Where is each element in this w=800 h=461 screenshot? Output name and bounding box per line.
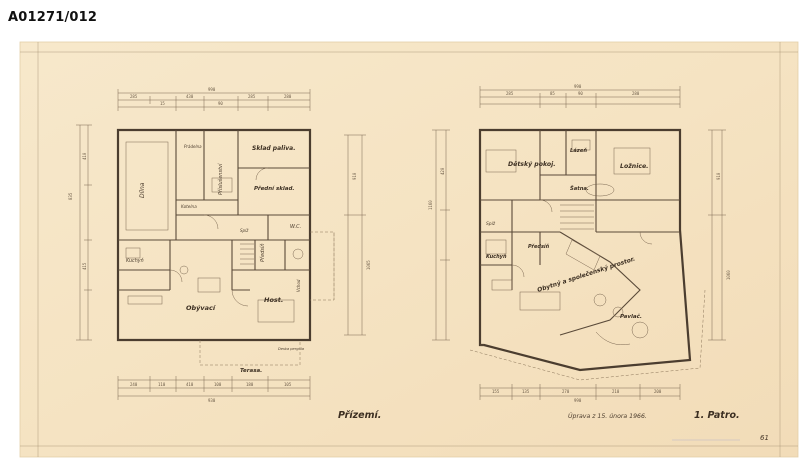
svg-text:280: 280 xyxy=(632,91,640,96)
svg-text:990: 990 xyxy=(574,84,582,89)
room-kotelna: Kotelna xyxy=(181,204,197,209)
svg-text:200: 200 xyxy=(654,389,662,394)
svg-text:1060: 1060 xyxy=(726,270,731,280)
room-loznice: Ložnice. xyxy=(620,162,649,170)
room-wc: W.C. xyxy=(290,224,301,230)
first-floor-stairs xyxy=(560,204,594,230)
room-obyvaci: Obývací xyxy=(186,303,217,312)
svg-text:930: 930 xyxy=(208,398,216,403)
room-sklad-paliva: Sklad paliva. xyxy=(252,145,296,152)
svg-text:85: 85 xyxy=(550,91,555,96)
svg-text:210: 210 xyxy=(612,389,620,394)
svg-text:240: 240 xyxy=(130,382,138,387)
room-kuchyn-1: Kuchyň xyxy=(486,253,507,260)
svg-text:100: 100 xyxy=(214,382,222,387)
svg-text:990: 990 xyxy=(574,398,582,403)
ground-stairs xyxy=(240,243,254,265)
room-lazne: Lázeň xyxy=(570,147,587,154)
svg-text:835: 835 xyxy=(68,192,73,200)
svg-text:415: 415 xyxy=(82,262,87,270)
svg-text:285: 285 xyxy=(506,91,514,96)
svg-text:280: 280 xyxy=(284,94,292,99)
ground-floor-plan: 990 285 430 285 280 15 90 835 410 415 91 xyxy=(68,87,381,421)
revision-note: Úprava z 15. února 1966. xyxy=(568,411,647,420)
room-predsin-1: Předsíň xyxy=(528,243,550,250)
room-host: Host. xyxy=(264,296,283,304)
svg-text:910: 910 xyxy=(352,172,357,180)
svg-text:410: 410 xyxy=(186,382,194,387)
ground-floor-heading: Přízemí. xyxy=(338,410,381,421)
svg-text:155: 155 xyxy=(492,389,500,394)
room-satna: Šatna. xyxy=(570,185,589,192)
room-detsky-pokoj: Dětský pokoj. xyxy=(508,159,556,168)
svg-text:110: 110 xyxy=(158,382,166,387)
svg-text:105: 105 xyxy=(284,382,292,387)
room-predsin: Předsíň xyxy=(259,244,266,262)
svg-text:135: 135 xyxy=(522,389,530,394)
svg-text:270: 270 xyxy=(562,389,570,394)
room-spiz: Spíž xyxy=(240,228,249,233)
room-kuchyn: Kuchyň xyxy=(126,257,144,264)
label-pergola: Deska pergola xyxy=(278,347,304,351)
svg-text:90: 90 xyxy=(578,91,583,96)
room-spiz-1: Spíž xyxy=(486,220,496,227)
room-dilna: Dílna xyxy=(139,182,146,198)
corner-note: 61 xyxy=(760,434,769,442)
svg-text:285: 285 xyxy=(130,94,138,99)
archive-id: A01271/012 xyxy=(8,10,98,25)
svg-text:285: 285 xyxy=(248,94,256,99)
svg-text:420: 420 xyxy=(440,167,445,175)
room-terasa: Terasa. xyxy=(240,368,262,374)
svg-text:430: 430 xyxy=(186,94,194,99)
room-predni-sklad: Přední sklad. xyxy=(254,185,295,192)
svg-text:15: 15 xyxy=(160,101,165,106)
svg-text:180: 180 xyxy=(246,382,254,387)
room-vchod: Vchod xyxy=(296,279,301,292)
room-pradelna: Prádelna xyxy=(184,144,202,149)
svg-text:90: 90 xyxy=(218,101,223,106)
room-prislusenstvi: Příslušenství xyxy=(217,163,224,195)
svg-text:990: 990 xyxy=(208,87,216,92)
svg-text:1065: 1065 xyxy=(366,260,371,270)
svg-text:1160: 1160 xyxy=(428,200,433,210)
room-pavlac: Pavlač. xyxy=(620,313,642,320)
svg-text:410: 410 xyxy=(82,152,87,160)
first-floor-heading: 1. Patro. xyxy=(694,410,740,421)
svg-text:910: 910 xyxy=(716,172,721,180)
